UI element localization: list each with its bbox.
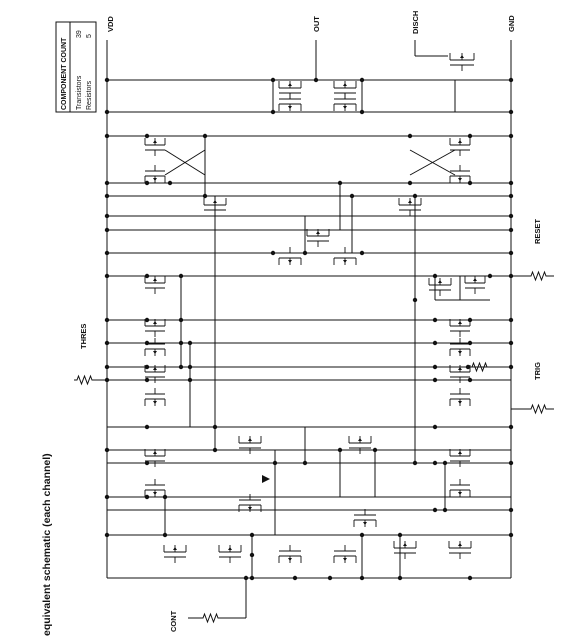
transistor	[218, 545, 242, 563]
transistor	[144, 479, 166, 497]
pin-trig-label: TRIG	[533, 362, 542, 380]
transistor	[333, 247, 357, 265]
transistor-array	[144, 53, 486, 563]
pin-gnd-label: GND	[507, 15, 516, 32]
transistor	[449, 449, 471, 467]
reset-resistor	[527, 270, 550, 282]
trig-resistor	[527, 403, 550, 415]
transistor	[144, 165, 166, 183]
resistors-label: Resistors	[86, 80, 93, 110]
transistors-count: 39	[76, 30, 83, 38]
pin-vdd-label: VDD	[106, 16, 115, 32]
pin-cont-label: CONT	[169, 610, 178, 632]
component-count-table: COMPONENT COUNT Transistors 39 Resistors…	[55, 21, 97, 113]
transistor	[449, 479, 471, 497]
transistor	[449, 388, 471, 406]
transistor	[278, 93, 302, 111]
component-count-heading: COMPONENT COUNT	[61, 37, 68, 110]
power-rails	[106, 40, 512, 579]
schematic-title: equivalent schematic (each channel)	[41, 453, 53, 636]
transistor	[144, 449, 166, 467]
transistor	[464, 276, 486, 294]
transistor	[144, 138, 166, 156]
transistor	[398, 198, 422, 216]
latch-cross-links	[164, 149, 456, 176]
current-arrow-icon	[262, 475, 270, 483]
interconnects	[164, 80, 490, 578]
transistor	[278, 247, 302, 265]
resistors-count: 5	[86, 34, 93, 38]
transistor	[449, 53, 475, 71]
pin-leads	[95, 40, 527, 619]
transistor	[449, 165, 471, 183]
pin-reset-label: RESET	[533, 219, 542, 244]
internal-resistor	[468, 361, 491, 373]
transistor	[238, 494, 262, 512]
transistor	[144, 276, 166, 294]
pin-out-label: OUT	[312, 16, 321, 32]
transistor	[163, 545, 187, 563]
transistors-label: Transistors	[76, 75, 83, 110]
cont-resistor	[199, 612, 222, 624]
transistor	[348, 436, 372, 454]
transistor	[144, 388, 166, 406]
transistor	[449, 138, 471, 156]
transistor	[333, 545, 357, 563]
transistor	[238, 436, 262, 454]
transistor	[144, 338, 166, 356]
transistor	[449, 365, 471, 383]
transistor	[353, 509, 377, 527]
transistor	[144, 365, 166, 383]
resistors	[74, 270, 554, 624]
transistor	[449, 338, 471, 356]
transistor	[393, 541, 417, 559]
pin-thres-label: THRES	[79, 324, 88, 349]
pin-disch-label: DISCH	[411, 11, 420, 34]
bus-lines	[107, 79, 511, 536]
transistor	[449, 319, 471, 337]
transistor	[278, 545, 302, 563]
transistor	[428, 278, 452, 296]
transistor	[306, 229, 330, 247]
junction-dots	[104, 77, 514, 581]
transistor	[333, 93, 357, 111]
thres-resistor	[74, 374, 95, 386]
transistor	[448, 541, 472, 559]
